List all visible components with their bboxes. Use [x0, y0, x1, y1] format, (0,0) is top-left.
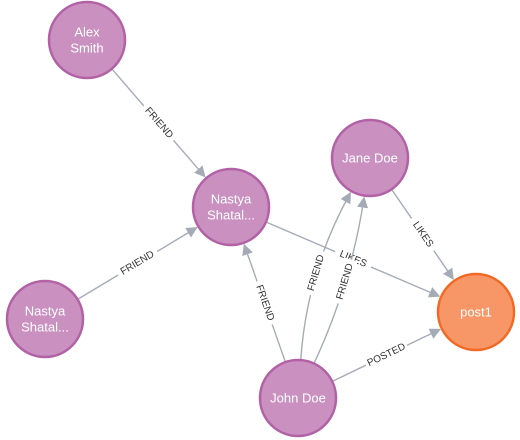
node-label: Jane Doe — [342, 151, 398, 166]
node-label: post1 — [460, 305, 492, 320]
edge-friend-alex-nastya1[interactable]: FRIEND — [111, 69, 206, 178]
edge-label-background — [406, 214, 440, 255]
edge-label-group: FRIEND — [251, 279, 279, 327]
edge-label-group: POSTED — [362, 338, 410, 371]
edge-label-group: FRIEND — [331, 257, 358, 306]
edge-label: FRIEND — [306, 254, 327, 293]
node-jane[interactable]: Jane Doe — [330, 118, 410, 198]
node-label: Shatal... — [21, 320, 69, 335]
edge-likes-nastya1-post1[interactable]: LIKES — [266, 221, 441, 298]
node-label: John Doe — [270, 391, 326, 406]
node-label: Smith — [70, 41, 103, 56]
edge-label-background — [303, 249, 329, 297]
node-john[interactable]: John Doe — [258, 358, 338, 438]
edge-likes-jane-post1[interactable]: LIKES — [391, 189, 454, 280]
node-label: Nastya — [211, 192, 252, 207]
edge-label-background — [331, 257, 358, 306]
node-circle[interactable] — [47, 0, 127, 80]
edge-label-group: FRIEND — [303, 249, 329, 297]
edge-friend-john-jane[interactable]: FRIEND — [313, 196, 369, 363]
edge-label: POSTED — [366, 341, 408, 369]
node-nastya1[interactable]: NastyaShatal... — [191, 167, 271, 247]
edge-label-background — [332, 245, 374, 273]
edge-label-background — [114, 245, 161, 281]
edge-friend-nastya2-nastya1[interactable]: FRIEND — [78, 227, 198, 300]
edge-label-background — [251, 279, 279, 327]
edge-friend-john-nastya1[interactable]: FRIEND — [242, 243, 286, 362]
node-circle[interactable] — [258, 358, 338, 438]
node-circle[interactable] — [191, 167, 271, 247]
edge-label: FRIEND — [253, 284, 276, 323]
node-label: Nastya — [25, 304, 66, 319]
edge-label-group: FRIEND — [139, 101, 179, 145]
edge-label-background — [139, 101, 179, 145]
edge-label: FRIEND — [335, 262, 356, 301]
node-circle[interactable] — [5, 279, 85, 359]
node-circle[interactable] — [436, 272, 516, 352]
edge-label-background — [362, 338, 410, 371]
edge-label-group: LIKES — [406, 214, 440, 255]
edge-label: FRIEND — [142, 105, 175, 140]
node-label: Alex — [74, 25, 100, 40]
edge-posted-john-post1[interactable]: POSTED — [332, 328, 441, 382]
node-nastya2[interactable]: NastyaShatal... — [5, 279, 85, 359]
node-post1[interactable]: post1 — [436, 272, 516, 352]
node-circle[interactable] — [330, 118, 410, 198]
edge-label-group: FRIEND — [114, 245, 161, 281]
node-label: Shatal... — [207, 208, 255, 223]
